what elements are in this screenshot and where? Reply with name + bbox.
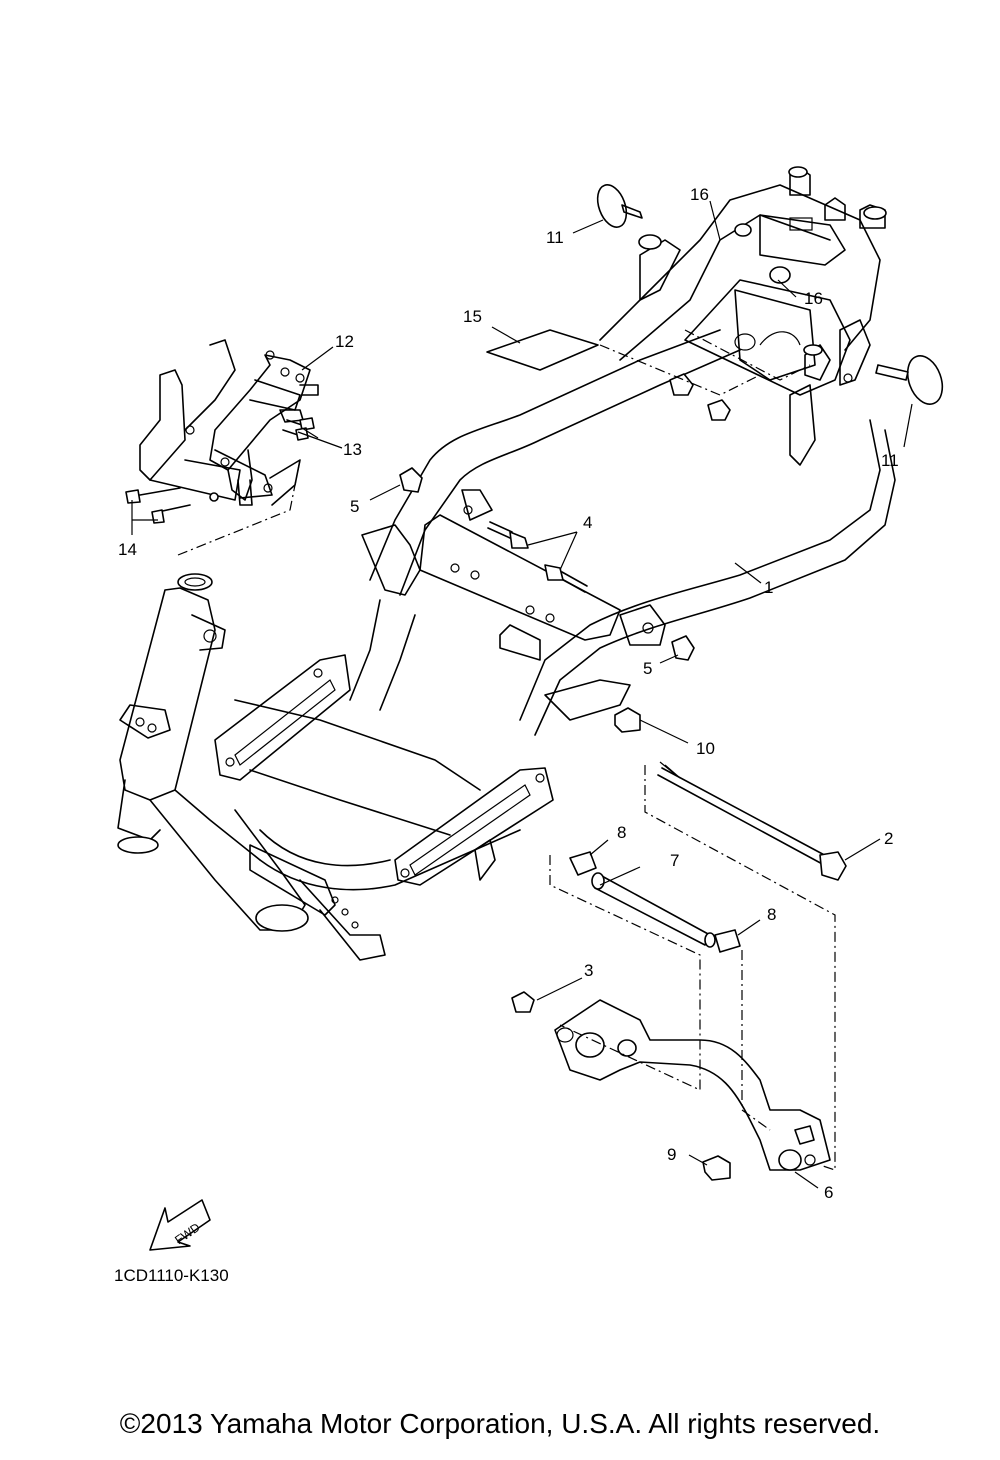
callout-16-upper: 16: [690, 185, 709, 204]
callout-12: 12: [335, 332, 354, 351]
part-5-nuts: [399, 467, 695, 661]
part-3-nut: [511, 991, 535, 1013]
callout-7: 7: [670, 851, 679, 870]
part-15-label-plate: [486, 329, 599, 371]
callout-13: 13: [343, 440, 362, 459]
callout-6: 6: [824, 1183, 833, 1202]
part-4-bolts: [487, 521, 588, 593]
callout-11-upper: 11: [546, 228, 564, 247]
assembly-guides: [177, 329, 836, 1171]
fwd-arrow-icon: FWD: [149, 1199, 211, 1251]
part-14-screws: [125, 487, 191, 524]
part-16-nuts: [669, 373, 731, 421]
part-11-bumper-lower: [875, 355, 944, 405]
part-9-rubber: [702, 1155, 731, 1181]
part-8-collars: [569, 851, 741, 953]
part-7-pipe: [591, 872, 716, 948]
part-11-bumper-upper: [596, 184, 643, 228]
callout-5-lower: 5: [643, 659, 652, 678]
callout-8-right: 8: [767, 905, 776, 924]
part-12-bracket: [139, 339, 319, 506]
callout-3: 3: [584, 961, 593, 980]
callout-14: 14: [118, 540, 137, 559]
callouts: 1 2 3 4 5 5 6 7 8 8 9 10 11 11 12 13 14 …: [118, 185, 899, 1202]
callout-4: 4: [583, 513, 592, 532]
part-10-rubber: [614, 707, 641, 733]
callout-5-upper: 5: [350, 497, 359, 516]
callout-8-left: 8: [617, 823, 626, 842]
callout-9: 9: [667, 1145, 676, 1164]
callout-16-lower: 16: [804, 289, 823, 308]
part-2-long-bolt: [657, 761, 847, 881]
diagram-code: 1CD1110-K130: [114, 1266, 229, 1285]
callout-15: 15: [463, 307, 482, 326]
callout-10: 10: [696, 739, 715, 758]
callout-11-lower: 11: [881, 451, 899, 470]
callout-2: 2: [884, 829, 893, 848]
copyright-notice: ©2013 Yamaha Motor Corporation, U.S.A. A…: [119, 1408, 881, 1439]
callout-1: 1: [764, 578, 773, 597]
leader-lines: [131, 200, 913, 1189]
frame-assembly: [117, 166, 896, 961]
part-6-bracket: [554, 999, 831, 1171]
fwd-label: FWD: [172, 1220, 203, 1247]
